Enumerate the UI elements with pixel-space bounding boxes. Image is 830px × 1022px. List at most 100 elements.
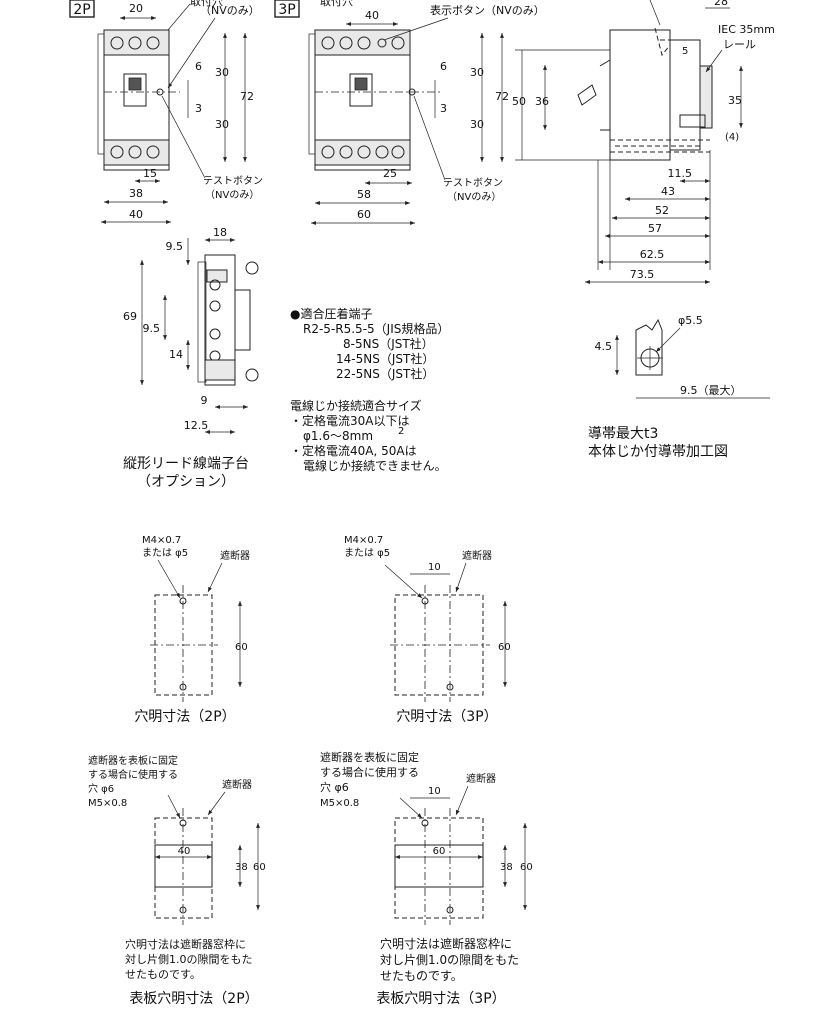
breaker-outline-2p bbox=[154, 817, 213, 919]
svg-text:30: 30 bbox=[215, 118, 229, 131]
svg-text:20: 20 bbox=[129, 2, 143, 15]
svg-text:60: 60 bbox=[433, 846, 446, 857]
svg-text:40: 40 bbox=[365, 9, 379, 22]
svg-text:3: 3 bbox=[195, 102, 202, 115]
wire-size-title: 電線じか接続適合サイズ bbox=[290, 398, 422, 413]
terminal-block-body bbox=[204, 254, 236, 386]
screw-icon bbox=[209, 300, 221, 312]
panel-window-2p bbox=[154, 844, 213, 888]
fixing-hole bbox=[179, 906, 187, 914]
screw-icon bbox=[357, 36, 371, 50]
crimp-item: 22-5NS（JST社） bbox=[336, 366, 434, 381]
mount-hole bbox=[179, 597, 187, 605]
screw-icon bbox=[391, 36, 405, 50]
terminal-top-2p bbox=[103, 29, 170, 56]
mount-hole-callout: 取付穴 bbox=[320, 0, 353, 8]
tag-2p: 2P bbox=[73, 2, 90, 18]
drill-2p-title: 穴明寸法（2P） bbox=[134, 709, 235, 725]
svg-text:25: 25 bbox=[383, 167, 397, 180]
svg-text:せたものです。: せたものです。 bbox=[380, 969, 463, 983]
tag-2p-frame bbox=[69, 0, 95, 18]
svg-text:3: 3 bbox=[440, 102, 447, 115]
rail-label: IEC 35mm bbox=[718, 23, 775, 36]
svg-text:せたものです。: せたものです。 bbox=[125, 968, 201, 981]
svg-text:15: 15 bbox=[143, 167, 157, 180]
crimp-terminal-title: ●適合圧着端子 bbox=[290, 306, 372, 321]
svg-text:10: 10 bbox=[428, 786, 441, 797]
screw-icon bbox=[110, 36, 124, 50]
svg-text:電線じか接続できません。: 電線じか接続できません。 bbox=[303, 458, 447, 473]
svg-text:73.5: 73.5 bbox=[630, 268, 655, 281]
svg-text:φ5.5: φ5.5 bbox=[678, 314, 703, 327]
terminal-block-view: 18 69 9.5 9.5 14 9 12.5 縦形リード線端子台 （オプション… bbox=[123, 226, 259, 490]
display-button-callout: 表示ボタン（NVのみ） bbox=[430, 3, 545, 17]
svg-text:遮断器: 遮断器 bbox=[462, 549, 492, 562]
terminal-bottom-3p bbox=[314, 139, 411, 166]
svg-text:穴明寸法は遮断器窓枠に: 穴明寸法は遮断器窓枠に bbox=[125, 937, 246, 951]
svg-text:58: 58 bbox=[357, 188, 371, 201]
panel-window-3p bbox=[394, 844, 484, 888]
test-button-callout: テストボタン bbox=[443, 177, 503, 189]
svg-text:30: 30 bbox=[215, 66, 229, 79]
svg-text:M5×0.8: M5×0.8 bbox=[88, 798, 127, 809]
drill-pattern-3p: M4×0.7 または φ5 遮断器 10 60 穴明寸法（3P） bbox=[344, 535, 511, 725]
svg-text:60: 60 bbox=[498, 642, 511, 653]
svg-text:60: 60 bbox=[235, 642, 248, 653]
svg-text:・定格電流30A以下は: ・定格電流30A以下は bbox=[290, 413, 409, 428]
svg-text:M4×0.7: M4×0.7 bbox=[344, 535, 383, 546]
screw-icon bbox=[209, 328, 221, 340]
svg-text:60: 60 bbox=[253, 862, 266, 873]
screw-icon bbox=[321, 36, 335, 50]
mount-hole-callout: 取付穴 bbox=[190, 0, 223, 8]
screw-icon bbox=[128, 145, 142, 159]
conductor-title: 導帯最大t3 bbox=[588, 426, 658, 442]
svg-text:9.5（最大）: 9.5（最大） bbox=[680, 383, 742, 397]
conductor-bar bbox=[635, 318, 663, 376]
svg-text:50: 50 bbox=[512, 95, 526, 108]
screw-icon bbox=[110, 145, 124, 159]
svg-text:遮断器を表板に固定: 遮断器を表板に固定 bbox=[88, 754, 178, 767]
screw-icon bbox=[321, 145, 335, 159]
breaker-outline-3p bbox=[394, 817, 484, 919]
svg-text:36: 36 bbox=[535, 95, 549, 108]
svg-text:遮断器: 遮断器 bbox=[220, 549, 250, 562]
svg-text:40: 40 bbox=[178, 846, 191, 857]
mount-hole bbox=[421, 597, 429, 605]
terminal-bottom-2p bbox=[103, 139, 170, 166]
toggle-handle-2p bbox=[123, 73, 147, 107]
svg-text:38: 38 bbox=[235, 862, 248, 873]
svg-text:38: 38 bbox=[129, 187, 143, 200]
svg-text:62.5: 62.5 bbox=[640, 248, 665, 261]
screw-icon bbox=[391, 145, 405, 159]
panel-cutout-3p: 遮断器を表板に固定 する場合に使用する 穴 φ6 M5×0.8 遮断器 10 6… bbox=[320, 750, 533, 1007]
terminal-top-3p bbox=[314, 29, 411, 56]
din-rail bbox=[699, 65, 713, 129]
svg-text:43: 43 bbox=[661, 185, 675, 198]
screw-icon bbox=[357, 145, 371, 159]
svg-text:14: 14 bbox=[169, 348, 183, 361]
svg-text:38: 38 bbox=[500, 862, 513, 873]
terminal-block-subtitle: （オプション） bbox=[137, 474, 235, 490]
svg-text:M5×0.8: M5×0.8 bbox=[320, 798, 359, 809]
screw-icon bbox=[245, 368, 259, 382]
svg-text:穴 φ6: 穴 φ6 bbox=[320, 780, 349, 794]
drill-pattern-2p: M4×0.7 または φ5 遮断器 60 穴明寸法（2P） bbox=[134, 535, 250, 725]
crimp-item: 8-5NS（JST社） bbox=[343, 336, 434, 351]
svg-text:または φ5: または φ5 bbox=[344, 547, 390, 559]
screw-icon bbox=[209, 279, 221, 291]
crimp-item: R2-5-R5.5-5（JIS規格品） bbox=[303, 321, 449, 336]
svg-text:遮断器: 遮断器 bbox=[466, 772, 496, 785]
svg-text:18: 18 bbox=[213, 226, 227, 239]
screw-icon bbox=[128, 36, 142, 50]
svg-text:または φ5: または φ5 bbox=[142, 547, 188, 559]
svg-text:φ1.6〜8mm: φ1.6〜8mm bbox=[303, 429, 373, 443]
svg-text:9.5: 9.5 bbox=[166, 240, 184, 253]
svg-text:穴 φ6: 穴 φ6 bbox=[88, 782, 114, 795]
svg-text:（NVのみ）: （NVのみ） bbox=[205, 189, 259, 201]
screw-icon bbox=[146, 145, 160, 159]
svg-text:する場合に使用する: する場合に使用する bbox=[320, 765, 419, 779]
svg-text:（NVのみ）: （NVのみ） bbox=[200, 4, 260, 17]
screw-icon bbox=[146, 36, 160, 50]
svg-text:5: 5 bbox=[682, 46, 688, 57]
svg-text:2: 2 bbox=[398, 426, 404, 437]
